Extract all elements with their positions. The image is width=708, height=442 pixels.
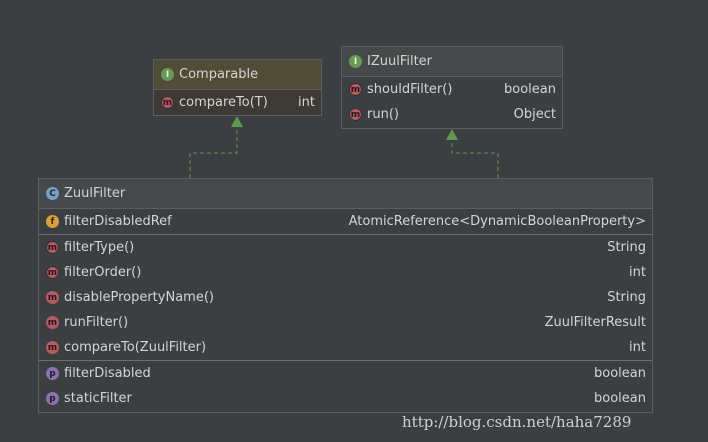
property-name: staticFilter (64, 391, 132, 406)
method-row[interactable]: m filterType() String (39, 235, 652, 260)
method-type: String (607, 240, 646, 255)
method-row[interactable]: m compareTo(ZuulFilter) int (39, 335, 652, 360)
method-icon: m (46, 291, 59, 304)
method-row[interactable]: m disablePropertyName() String (39, 285, 652, 310)
method-row[interactable]: m filterOrder() int (39, 260, 652, 285)
method-row[interactable]: m run() Object (342, 102, 562, 127)
abstract-method-icon: m (349, 83, 362, 96)
comparable-arrowhead (231, 116, 243, 127)
method-name: shouldFilter() (367, 82, 453, 97)
implements-izuulfilter-edge (451, 140, 499, 178)
izuulfilter-class-box[interactable]: I IZuulFilter m shouldFilter() boolean m… (341, 46, 563, 129)
method-type: int (629, 340, 646, 355)
interface-icon: I (349, 55, 362, 68)
method-type: String (607, 290, 646, 305)
method-name: compareTo(T) (179, 95, 268, 110)
method-type: ZuulFilterResult (544, 315, 646, 330)
izuulfilter-header: I IZuulFilter (342, 47, 562, 77)
izuulfilter-arrowhead (446, 129, 458, 140)
method-row[interactable]: m compareTo(T) int (154, 90, 321, 115)
methods-section: m filterType() String m filterOrder() in… (39, 235, 652, 361)
property-type: boolean (594, 391, 646, 406)
watermark: http://blog.csdn.net/haha7289 (402, 413, 632, 431)
class-name: ZuulFilter (64, 186, 126, 201)
methods-section: m compareTo(T) int (154, 90, 321, 115)
method-row[interactable]: m shouldFilter() boolean (342, 77, 562, 102)
method-icon: m (46, 316, 59, 329)
method-type: int (629, 265, 646, 280)
field-icon: f (46, 215, 59, 228)
field-type: AtomicReference<DynamicBooleanProperty> (348, 214, 646, 229)
field-row[interactable]: f filterDisabledRef AtomicReference<Dyna… (39, 209, 652, 234)
method-name: filterType() (64, 240, 135, 255)
method-name: runFilter() (64, 315, 129, 330)
method-name: run() (367, 107, 399, 122)
zuulfilter-header: C ZuulFilter (39, 179, 652, 209)
method-type: Object (513, 107, 556, 122)
comparable-class-box[interactable]: I Comparable m compareTo(T) int (153, 59, 322, 116)
properties-section: p filterDisabled boolean p staticFilter … (39, 361, 652, 411)
method-name: compareTo(ZuulFilter) (64, 340, 207, 355)
property-icon: p (46, 367, 59, 380)
property-icon: p (46, 392, 59, 405)
method-type: int (298, 95, 315, 110)
fields-section: f filterDisabledRef AtomicReference<Dyna… (39, 209, 652, 235)
class-name: Comparable (179, 67, 259, 82)
method-type: boolean (504, 82, 556, 97)
property-row[interactable]: p staticFilter boolean (39, 386, 652, 411)
property-row[interactable]: p filterDisabled boolean (39, 361, 652, 386)
property-name: filterDisabled (64, 366, 151, 381)
class-name: IZuulFilter (367, 54, 433, 69)
abstract-method-icon: m (46, 266, 59, 279)
abstract-method-icon: m (46, 241, 59, 254)
abstract-class-icon: C (46, 187, 59, 200)
comparable-header: I Comparable (154, 60, 321, 90)
property-type: boolean (594, 366, 646, 381)
interface-icon: I (161, 68, 174, 81)
field-name: filterDisabledRef (64, 214, 172, 229)
method-row[interactable]: m runFilter() ZuulFilterResult (39, 310, 652, 335)
abstract-method-icon: m (349, 108, 362, 121)
method-icon: m (46, 341, 59, 354)
method-name: filterOrder() (64, 265, 142, 280)
method-name: disablePropertyName() (64, 290, 214, 305)
zuulfilter-class-box[interactable]: C ZuulFilter f filterDisabledRef AtomicR… (38, 178, 653, 413)
abstract-method-icon: m (161, 96, 174, 109)
methods-section: m shouldFilter() boolean m run() Object (342, 77, 562, 127)
implements-comparable-edge (189, 127, 238, 178)
